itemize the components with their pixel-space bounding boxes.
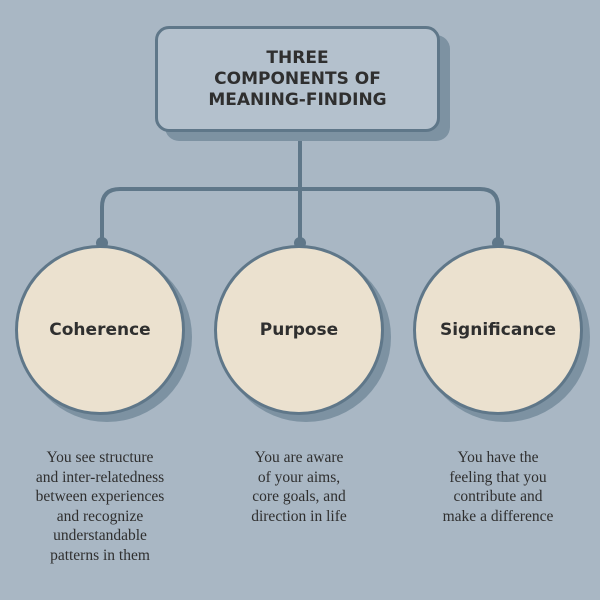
significance-description: You have the feeling that you contribute… — [442, 449, 554, 525]
significance-circle: Significance — [413, 245, 583, 415]
purpose-description: You are aware of your aims, core goals, … — [251, 449, 347, 525]
coherence-description: You see structure and inter-relatedness … — [35, 449, 165, 564]
diagram-title: THREE COMPONENTS OF MEANING-FINDING — [208, 47, 387, 110]
coherence-circle: Coherence — [15, 245, 185, 415]
coherence-label: Coherence — [49, 320, 151, 340]
connector-tree — [100, 136, 500, 245]
purpose-circle: Purpose — [214, 245, 384, 415]
purpose-label: Purpose — [259, 320, 339, 340]
significance-label: Significance — [439, 320, 557, 340]
title-box: THREE COMPONENTS OF MEANING-FINDING — [155, 26, 440, 132]
